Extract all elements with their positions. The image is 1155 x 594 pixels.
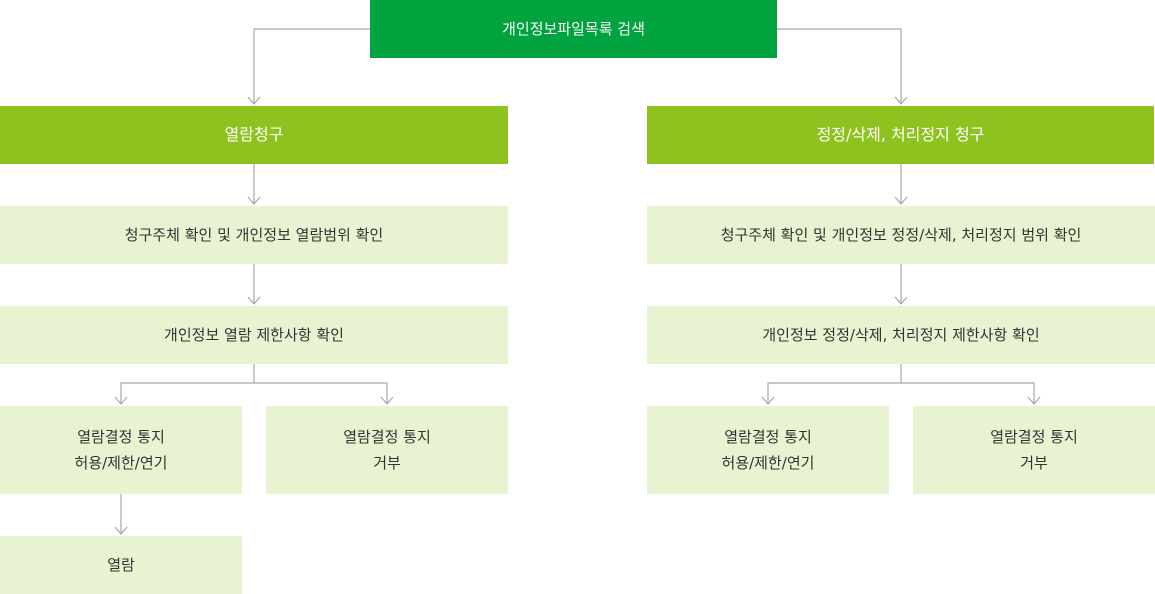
right-check-scope-label: 청구주체 확인 및 개인정보 정정/삭제, 처리정지 범위 확인: [720, 226, 1082, 244]
left-check-restriction-box: 개인정보 열람 제한사항 확인: [0, 306, 508, 364]
right-check-scope-box: 청구주체 확인 및 개인정보 정정/삭제, 처리정지 범위 확인: [647, 206, 1155, 264]
read-request-box: 열람청구: [0, 106, 508, 164]
arrowhead: [247, 96, 261, 105]
right-deny-line1: 열람결정 통지: [990, 428, 1078, 446]
arrowhead: [114, 396, 128, 405]
left-deny-line2: 거부: [373, 454, 401, 472]
arrowhead: [247, 296, 261, 305]
left-allow-notice-box: 열람결정 통지 허용/제한/연기: [0, 406, 242, 494]
connector-top-left: [253, 28, 370, 104]
search-file-list-label: 개인정보파일목록 검색: [502, 20, 645, 38]
left-deny-notice-box: 열람결정 통지 거부: [266, 406, 508, 494]
arrowhead: [1027, 396, 1041, 405]
left-deny-line1: 열람결정 통지: [343, 428, 431, 446]
arrowhead: [114, 526, 128, 535]
arrowhead: [894, 196, 908, 205]
arrowhead: [894, 96, 908, 105]
left-check-scope-label: 청구주체 확인 및 개인정보 열람범위 확인: [124, 226, 384, 244]
right-check-restriction-label: 개인정보 정정/삭제, 처리정지 제한사항 확인: [762, 326, 1040, 344]
search-file-list-box: 개인정보파일목록 검색: [370, 0, 777, 58]
connector-left-split-right: [254, 382, 388, 404]
connector-left-split: [120, 364, 255, 404]
read-request-label: 열람청구: [224, 125, 284, 144]
connector-top-right: [777, 28, 902, 104]
left-check-scope-box: 청구주체 확인 및 개인정보 열람범위 확인: [0, 206, 508, 264]
right-check-restriction-box: 개인정보 정정/삭제, 처리정지 제한사항 확인: [647, 306, 1155, 364]
arrowhead: [380, 396, 394, 405]
right-deny-notice-box: 열람결정 통지 거부: [913, 406, 1155, 494]
right-allow-line1: 열람결정 통지: [724, 428, 812, 446]
left-allow-line1: 열람결정 통지: [77, 428, 165, 446]
connector-right-split-right: [901, 382, 1035, 404]
arrowhead: [247, 196, 261, 205]
correction-request-box: 정정/삭제, 처리정지 청구: [647, 106, 1154, 164]
arrowhead: [894, 296, 908, 305]
left-allow-line2: 허용/제한/연기: [74, 454, 168, 472]
right-deny-line2: 거부: [1020, 454, 1048, 472]
left-read-label: 열람: [107, 556, 135, 574]
arrowhead: [761, 396, 775, 405]
left-read-box: 열람: [0, 536, 242, 594]
right-allow-line2: 허용/제한/연기: [721, 454, 815, 472]
right-allow-notice-box: 열람결정 통지 허용/제한/연기: [647, 406, 889, 494]
connector-right-split: [767, 364, 902, 404]
correction-request-label: 정정/삭제, 처리정지 청구: [816, 125, 985, 144]
left-check-restriction-label: 개인정보 열람 제한사항 확인: [164, 326, 344, 344]
